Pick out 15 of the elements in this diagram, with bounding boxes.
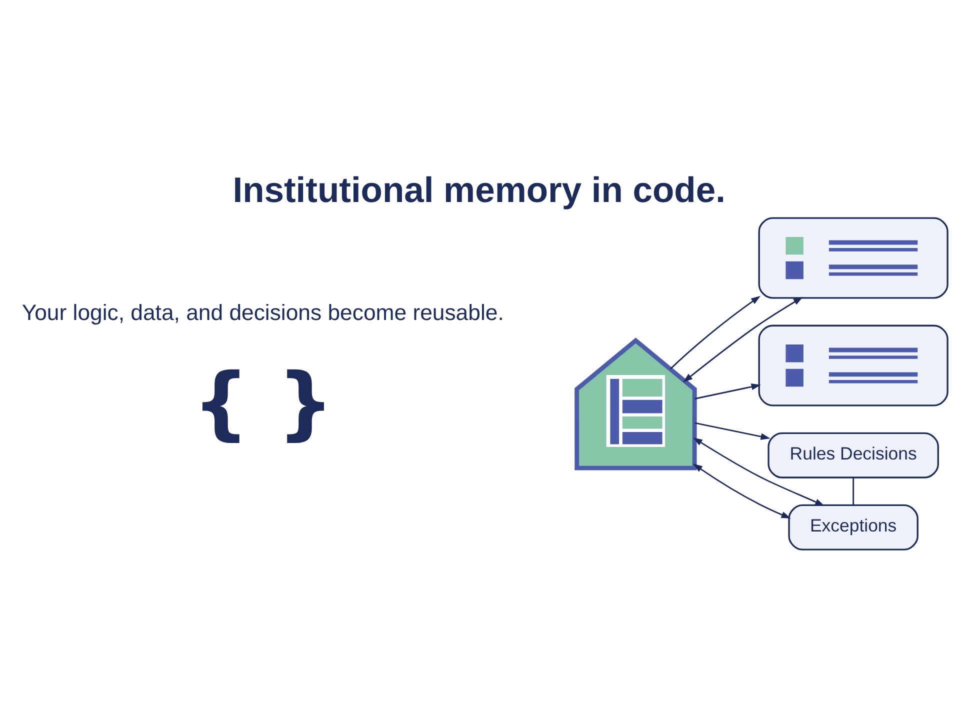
- label: { }: [192, 356, 334, 449]
- node-box: Exceptions: [788, 504, 918, 550]
- node-box: [758, 324, 948, 406]
- arrow: [692, 437, 824, 506]
- arrow: [694, 384, 760, 400]
- node-box: Rules Decisions: [767, 432, 938, 478]
- node-box: [758, 217, 948, 299]
- diagram-title: Institutional memory in code.: [232, 170, 725, 210]
- arrow: [694, 422, 770, 440]
- arrow: [669, 296, 760, 370]
- label: Your logic, data, and decisions become reusable.: [21, 300, 504, 326]
- connector: [852, 478, 854, 506]
- arrow: [692, 464, 790, 518]
- node-picture: [574, 338, 696, 470]
- arrow: [682, 296, 802, 382]
